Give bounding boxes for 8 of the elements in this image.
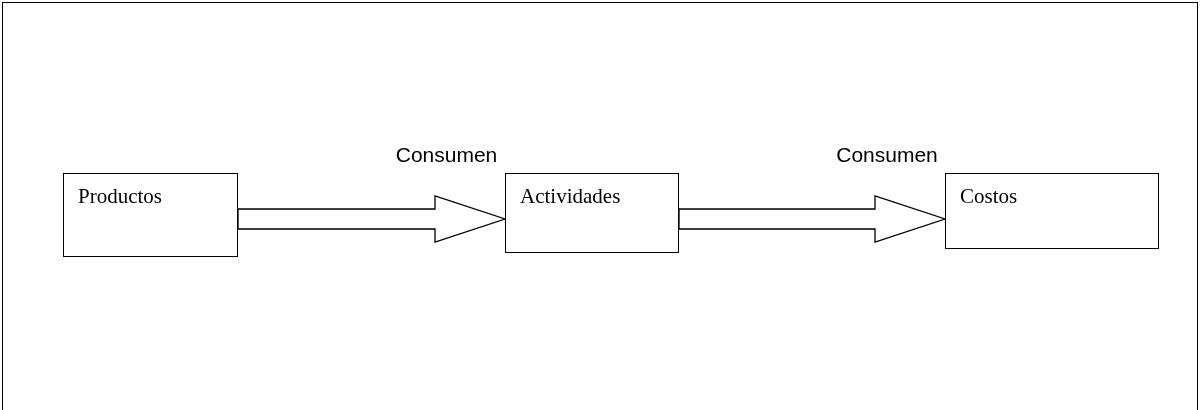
process-box — [945, 173, 1159, 249]
process-box — [505, 173, 679, 253]
box-text: Costos — [960, 184, 1018, 209]
block-arrow — [678, 195, 948, 243]
box-text: Productos — [78, 184, 162, 209]
process-box — [63, 173, 238, 257]
box-text: Actividades — [520, 184, 621, 209]
block-arrow — [237, 195, 508, 243]
